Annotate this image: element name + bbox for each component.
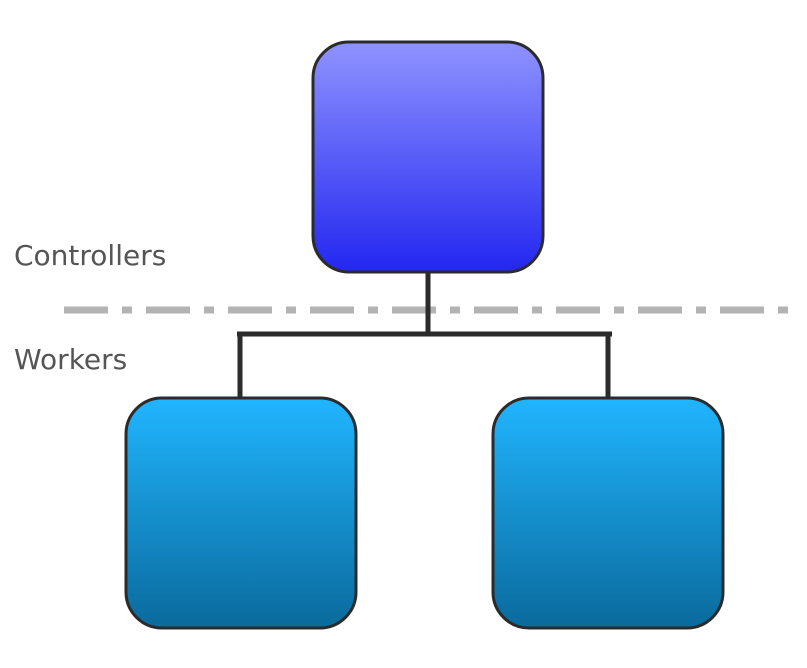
controllers-layer-label: Controllers [14, 239, 167, 272]
controller-node[interactable] [311, 40, 545, 274]
worker-node-left[interactable] [124, 396, 358, 630]
worker-node-right[interactable] [491, 396, 725, 630]
workers-layer-label: Workers [14, 343, 128, 376]
connector-lines [237, 270, 612, 398]
